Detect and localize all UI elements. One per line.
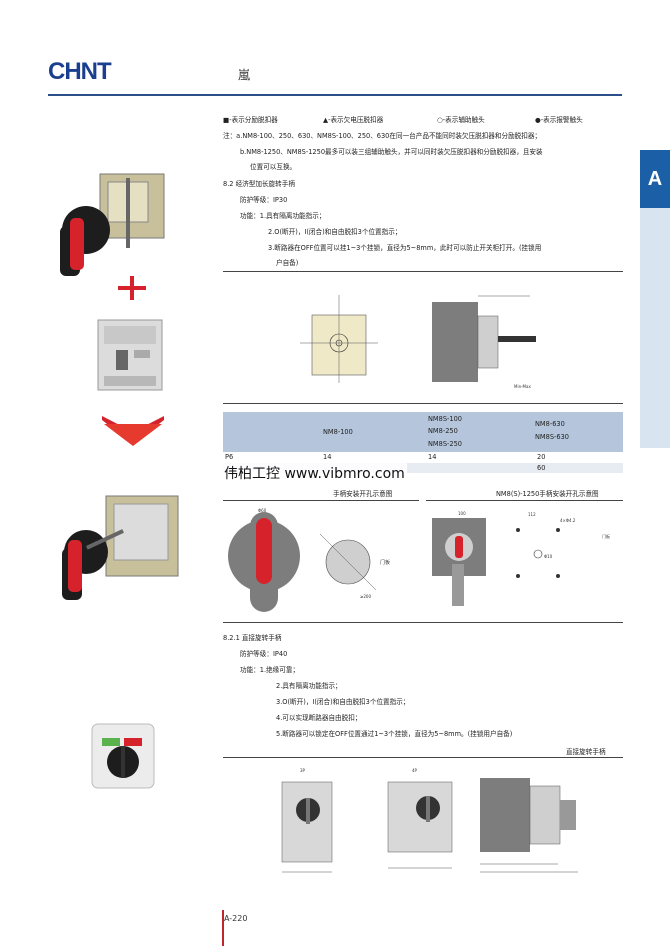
- table-header-nm8s-100: NM8S-100: [428, 415, 462, 423]
- legend-auxiliary: ○-表示辅助触头: [437, 116, 485, 124]
- dim-hole-4: 4×Φ4.2: [560, 518, 576, 523]
- handle-front-drawing: [300, 295, 378, 383]
- section-8-2-func-1: 功能：1.具有隔离功能指示；: [240, 212, 326, 220]
- caption-handle-hole: 手柄安装开孔示意图: [333, 490, 393, 498]
- assembled-handle-photo: [62, 495, 179, 600]
- note-a: 注：a.NM8-100、250、630、NM8S-100、250、630在同一台…: [223, 132, 542, 140]
- dim-phi10: Φ10: [544, 554, 553, 559]
- direct-handle-4p-drawing: 4P: [387, 768, 453, 869]
- section-8-2-protection: 防护等级：IP30: [240, 196, 288, 204]
- dim-door: 门板: [380, 559, 390, 566]
- watermark: 伟柏工控 www.vibmro.com: [222, 463, 407, 483]
- caption-rule-right: [426, 500, 623, 501]
- page-number: A-220: [224, 914, 248, 923]
- caption-rule-left: [223, 500, 419, 501]
- section-8-2-heading: 8.2 经济型加长旋转手柄: [223, 180, 295, 188]
- legend-undervoltage: ▲-表示欠电压脱扣器: [323, 116, 384, 124]
- legend-alarm: ●-表示报警触头: [535, 116, 583, 124]
- dim-112: 112: [528, 512, 536, 517]
- caption-nm8-1250-hole: NM8(S)-1250手柄安装开孔示意图: [496, 490, 599, 498]
- section-tab-bar: [640, 208, 670, 448]
- direct-handle-3p-drawing: 3P: [281, 768, 333, 873]
- breaker-photo: [97, 319, 163, 391]
- pole-4p: 4P: [412, 768, 418, 773]
- section-divider: [223, 622, 623, 623]
- extended-handle-photo: [60, 173, 165, 276]
- spec-table-header: NM8-100 NM8S-100 NM8-250 NM8S-250 NM8-63…: [223, 412, 623, 452]
- table-cell: 60: [537, 464, 546, 472]
- note-b-cont: 位置可以互换。: [250, 163, 297, 171]
- dim-phi60: Φ60: [258, 508, 267, 513]
- table-cell: 14: [428, 453, 437, 461]
- section-8-2-func-3-cont: 户自备): [276, 259, 299, 267]
- table-cell: 20: [537, 453, 546, 461]
- section-8-2-1-func-3: 3.O(断开)，I(闭合)和自由脱扣3个位置指示；: [276, 698, 410, 706]
- handle-hole-drawing: Φ60 门板 ≥200: [228, 508, 390, 612]
- table-header-nm8s-630: NM8S-630: [535, 433, 569, 441]
- dim-min-max: Min-Max: [514, 384, 531, 389]
- page-title: 嵐: [238, 68, 251, 82]
- section-8-2-1-protection: 防护等级：IP40: [240, 650, 288, 658]
- header-divider: [48, 94, 622, 96]
- plus-icon: [118, 276, 146, 300]
- section-tab[interactable]: A: [640, 150, 670, 208]
- section-8-2-1-func-2: 2.具有隔离功能指示；: [276, 682, 342, 690]
- dim-200: ≥200: [360, 594, 371, 599]
- section-8-2-1-heading: 8.2.1 直接旋转手柄: [223, 634, 282, 642]
- table-header-nm8s-250: NM8S-250: [428, 440, 462, 448]
- pole-3p: 3P: [300, 768, 306, 773]
- arrow-down-icon: [102, 416, 164, 446]
- table-cell: 14: [323, 453, 332, 461]
- dim-100: 100: [458, 511, 466, 516]
- section-8-2-1-func-5: 5.断路器可以锁定在OFF位置通过1~3个挂锁，直径为5~8mm。(挂锁用户自备…: [276, 730, 513, 738]
- section-divider: [223, 271, 623, 272]
- table-row: P6 14 14 20: [223, 452, 623, 462]
- section-divider: [223, 757, 623, 758]
- table-row: 60: [223, 463, 623, 473]
- table-header-nm8-630: NM8-630: [535, 420, 565, 428]
- table-header-nm8-250: NM8-250: [428, 427, 458, 435]
- caption-direct-handle: 直接旋转手柄: [566, 748, 606, 756]
- direct-handle-photo: [91, 723, 155, 789]
- direct-handle-side-drawing: [480, 778, 578, 873]
- note-b: b.NM8-1250、NM8S-1250最多可以装三组辅助触头，并可以同时装欠压…: [240, 148, 543, 156]
- section-8-2-func-2: 2.O(断开)，I(闭合)和自由脱扣3个位置指示；: [268, 228, 402, 236]
- table-top-rule: [223, 403, 623, 404]
- section-8-2-1-func-1: 功能：1.绝缘可靠；: [240, 666, 300, 674]
- section-8-2-func-3: 3.断路器在OFF位置可以挂1~3个挂锁，直径为5~8mm，此时可以防止开关柜打…: [268, 244, 542, 252]
- page-bar: [222, 910, 224, 946]
- table-cell: P6: [225, 453, 234, 461]
- nm8-1250-hole-drawing: 100 112 4×Φ4.2 Φ10 门板: [432, 511, 610, 606]
- legend-shunt: ■-表示分励脱扣器: [223, 116, 278, 124]
- handle-side-drawing: Min-Max: [432, 295, 536, 389]
- brand-logo: CHNT: [48, 58, 112, 85]
- table-header-nm8-100: NM8-100: [323, 428, 353, 436]
- section-8-2-1-func-4: 4.可以实现断路器自由脱扣；: [276, 714, 362, 722]
- dim-door-right: 门板: [602, 533, 610, 539]
